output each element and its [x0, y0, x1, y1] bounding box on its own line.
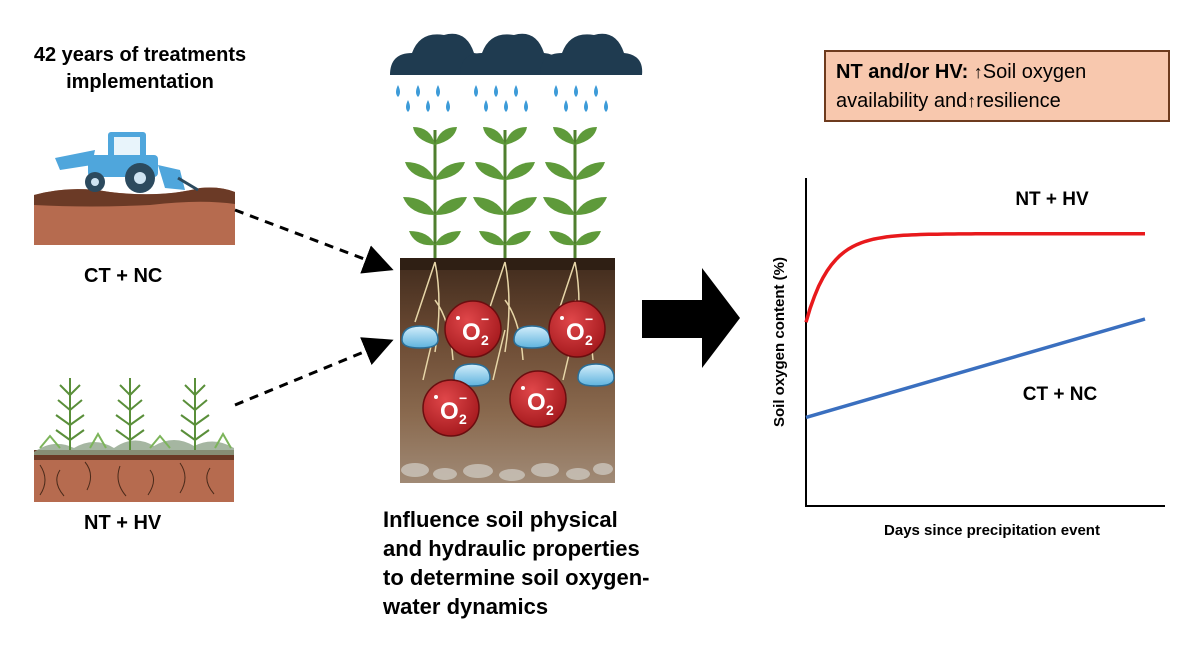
nt-hv-label: NT + HV [84, 512, 162, 534]
result-text-2b: resilience [976, 90, 1061, 112]
ct-nc-arrow [234, 208, 394, 274]
svg-text:−: − [459, 390, 467, 406]
svg-text:O: O [527, 389, 546, 416]
svg-text:O: O [440, 398, 459, 425]
soil-profile-illustration: O 2 − O 2 − O 2 − O 2 [400, 258, 615, 483]
vetch-plant-icon [39, 378, 232, 450]
treatment-duration-heading: 42 years of treatments implementation [10, 42, 270, 96]
water-droplet-icons [401, 325, 615, 387]
tractor-icon [55, 132, 199, 193]
result-box: NT and/or HV: ↑Soil oxygen availability … [824, 50, 1170, 122]
svg-text:−: − [546, 381, 554, 397]
svg-text:2: 2 [585, 332, 593, 348]
up-arrow-icon: ↑ [967, 91, 977, 111]
conventional-tillage-illustration [34, 132, 235, 245]
caption-line-1: Influence soil physical [383, 507, 618, 532]
crop-plants-icon [403, 127, 607, 258]
big-right-arrow [642, 268, 740, 368]
result-text-2a: availability and [836, 90, 968, 112]
oxygen-circle: O 2 − [548, 300, 606, 358]
dashed-arrows [234, 208, 394, 407]
svg-text:O: O [566, 319, 585, 346]
oxygen-circle: O 2 − [422, 379, 480, 437]
chart-y-label: Soil oxygen content (%) [771, 257, 788, 427]
svg-text:−: − [481, 311, 489, 327]
heading-line-1: 42 years of treatments [33, 44, 247, 66]
rain-cloud-icon [390, 33, 643, 112]
oxygen-dynamics-chart: NT + HV CT + NC Days since precipitation… [771, 178, 1165, 539]
nt-hv-arrow [234, 337, 394, 407]
result-bold-text: NT and/or HV: [836, 61, 969, 83]
caption-line-3: to determine soil oxygen- [383, 565, 650, 590]
svg-text:2: 2 [481, 332, 489, 348]
result-line-2: availability and↑resilience [836, 87, 1158, 116]
series-line-ct-nc [805, 317, 1146, 420]
result-line-1: NT and/or HV: ↑Soil oxygen [836, 58, 1158, 87]
svg-text:2: 2 [459, 411, 467, 427]
result-text-1: Soil oxygen [982, 61, 1087, 83]
no-till-cover-crop-illustration [34, 378, 234, 502]
caption-line-2: and hydraulic properties [383, 536, 640, 561]
heading-line-2: implementation [66, 71, 214, 93]
oxygen-radical-icons: O 2 − O 2 − O 2 − O 2 [422, 300, 606, 437]
series-label-ct-nc: CT + NC [1023, 384, 1098, 405]
series-label-nt-hv: NT + HV [1015, 189, 1089, 210]
chart-x-label: Days since precipitation event [884, 522, 1100, 539]
svg-text:−: − [585, 311, 593, 327]
svg-text:O: O [462, 319, 481, 346]
oxygen-circle: O 2 − [444, 300, 502, 358]
up-arrow-icon: ↑ [973, 62, 983, 82]
oxygen-circle: O 2 − [509, 370, 567, 428]
svg-text:2: 2 [546, 402, 554, 418]
caption-line-4: water dynamics [383, 594, 549, 619]
ct-nc-label: CT + NC [84, 265, 163, 287]
series-line-nt-hv [804, 232, 1145, 323]
center-caption: Influence soil physical and hydraulic pr… [383, 505, 703, 621]
